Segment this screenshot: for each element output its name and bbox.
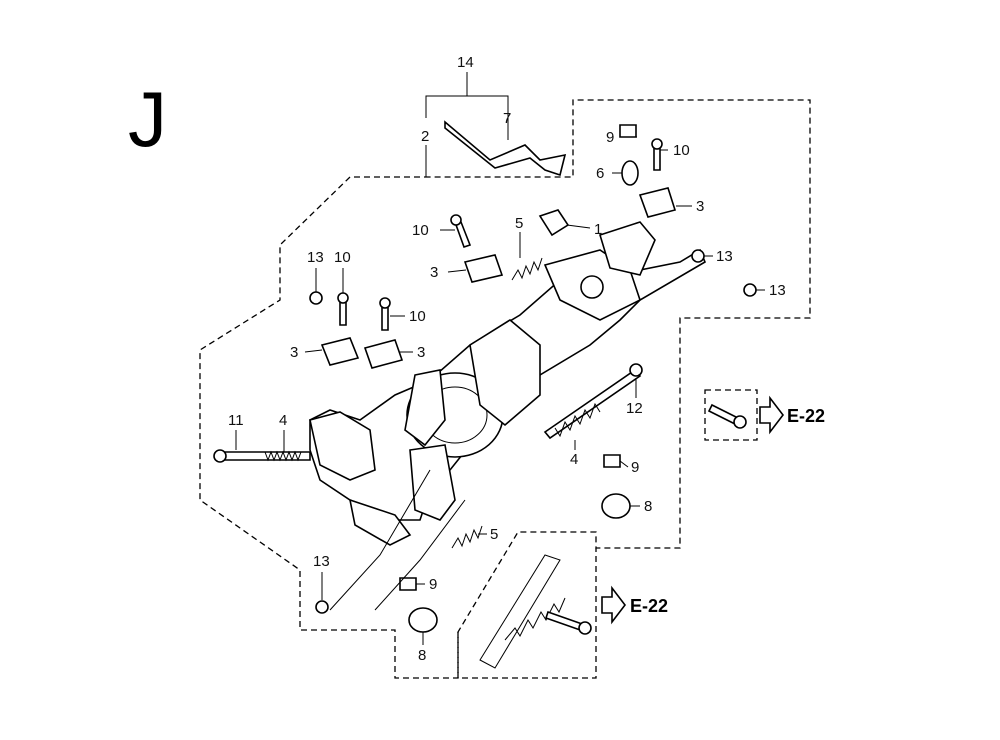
nut-13-a <box>309 291 323 305</box>
link-rod-lower <box>329 469 431 611</box>
center-bracket <box>469 319 541 427</box>
link-rod-lower-2 <box>374 499 466 611</box>
cable-clamp-left-b <box>363 339 404 369</box>
control-rod <box>444 120 567 177</box>
cable-clamp-upper <box>463 254 504 283</box>
callout-labels: 14 2 7 9 10 6 3 1 5 10 3 13 13 13 10 10 … <box>228 54 786 664</box>
callout-8-bottom: 8 <box>418 647 426 664</box>
screw-9-a <box>619 124 637 138</box>
callout-13-right-a: 13 <box>716 248 733 265</box>
spring-bolt-head <box>578 621 592 635</box>
arrow-right-icon[interactable] <box>759 395 785 435</box>
bracket-14 <box>425 95 509 118</box>
callout-10-center: 10 <box>412 222 429 239</box>
bolt-10-a-head <box>337 292 349 304</box>
leader-lines <box>235 136 765 645</box>
cable-clamp-left-a <box>320 337 360 366</box>
spring-5-lower <box>451 525 483 549</box>
screw-9-b <box>603 454 621 468</box>
callout-3-left-a: 3 <box>290 344 298 361</box>
reference-e22-right[interactable]: E-22 <box>787 406 825 426</box>
callout-9-top: 9 <box>606 129 614 146</box>
callout-12: 12 <box>626 400 643 417</box>
reference-e22-bottom[interactable]: E-22 <box>630 596 668 616</box>
callout-1: 1 <box>594 221 602 238</box>
bolt-11-head <box>213 449 227 463</box>
callout-4-right: 4 <box>570 451 578 468</box>
ref-box-right <box>704 389 758 441</box>
callout-13-left: 13 <box>307 249 324 266</box>
sub-boundary <box>457 548 597 679</box>
callout-14: 14 <box>457 54 474 71</box>
callout-3-right: 3 <box>696 198 704 215</box>
bolt-10-c-head <box>450 214 462 226</box>
throttle-plate <box>599 221 656 276</box>
screw-9-c <box>399 577 417 591</box>
ref-bolt-right-head <box>733 415 747 429</box>
callout-7: 7 <box>503 110 511 127</box>
cap-8-b <box>408 607 438 633</box>
spring-4-right <box>554 402 601 438</box>
nut-13-c <box>743 283 757 297</box>
callout-4-left: 4 <box>279 412 287 429</box>
lever-plate-center <box>409 444 456 521</box>
spring-coil <box>504 597 566 641</box>
callout-11: 11 <box>228 412 244 429</box>
section-letter: J <box>128 75 167 163</box>
lever-link <box>404 369 446 447</box>
spring-5-upper <box>511 257 543 281</box>
callout-6: 6 <box>596 165 604 182</box>
joint-1 <box>538 209 570 237</box>
callout-9-mid: 9 <box>631 459 639 476</box>
callout-3-left-b: 3 <box>417 344 425 361</box>
joint-6 <box>621 160 639 186</box>
cap-8-a <box>601 493 631 519</box>
spring-rod-loop <box>479 554 561 669</box>
callout-5-lower: 5 <box>490 526 498 543</box>
lever-bracket-left <box>309 411 376 481</box>
arrow-bottom-icon[interactable] <box>601 585 627 625</box>
callout-10-left-b: 10 <box>409 308 426 325</box>
callout-10-top: 10 <box>673 142 690 159</box>
bolt-12 <box>543 368 642 440</box>
spring-4-left <box>264 450 302 462</box>
nut-13-b <box>691 249 705 263</box>
assembly-boundary <box>199 99 811 679</box>
bolt-10-b-head <box>379 297 391 309</box>
callout-13-right-b: 13 <box>769 282 786 299</box>
pivot-boss <box>580 275 604 299</box>
callout-10-left-a: 10 <box>334 249 351 266</box>
bolt-10-c <box>453 221 472 249</box>
bolt-12-head <box>629 363 643 377</box>
cable-clamp-right <box>638 187 677 218</box>
callout-13-bottom: 13 <box>313 553 330 570</box>
lever-arm-lower <box>348 498 412 546</box>
callout-8-right: 8 <box>644 498 652 515</box>
callout-5-upper: 5 <box>515 215 523 232</box>
callout-3-upper: 3 <box>430 264 438 281</box>
bolt-10-d-head <box>651 138 663 150</box>
callout-9-bottom: 9 <box>429 576 437 593</box>
nut-13-d <box>315 600 329 614</box>
callout-2: 2 <box>421 128 429 145</box>
